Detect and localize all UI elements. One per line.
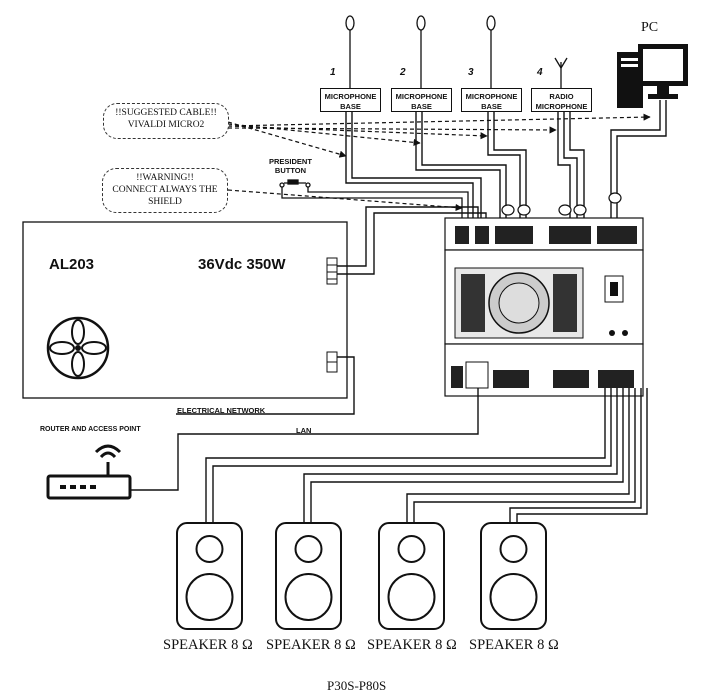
mic-number: 2 — [400, 67, 406, 78]
wifi-router-icon — [46, 444, 132, 500]
mic-number: 3 — [468, 67, 474, 78]
fan-icon — [46, 316, 110, 380]
speaker-icon — [176, 522, 243, 630]
mic-label-line1: MICROPHONE — [395, 92, 448, 101]
microphone-base-2: MICROPHONE BASE — [391, 88, 452, 112]
president-line1: PRESIDENT — [269, 157, 312, 166]
suggested-cable-note: !!SUGGESTED CABLE!! VIVALDI MICRO2 — [103, 103, 229, 139]
microphone-icon — [486, 15, 496, 88]
antenna-icon — [554, 57, 568, 88]
president-button-symbol — [279, 179, 469, 220]
speaker-cables — [205, 388, 648, 532]
mic-label-line2: MICROPHONE — [535, 102, 588, 111]
microphone-cables — [345, 100, 667, 218]
lan-cable — [130, 388, 479, 491]
shield-loops — [501, 192, 622, 216]
president-line2: BUTTON — [274, 166, 307, 175]
mic-label-line2: BASE — [411, 102, 432, 111]
speaker-label: SPEAKER 8 Ω — [367, 637, 457, 653]
mic-number: 1 — [330, 67, 336, 78]
mic-label-line2: BASE — [481, 102, 502, 111]
speaker — [378, 522, 445, 630]
note-title: !!SUGGESTED CABLE!! — [115, 108, 217, 118]
speaker-icon — [480, 522, 547, 630]
radio-microphone: RADIO MICROPHONE — [531, 88, 592, 112]
microphone-icon — [416, 15, 426, 88]
psu-rating: 36Vdc 350W — [198, 256, 286, 273]
speaker — [176, 522, 243, 630]
microphone-base-3: MICROPHONE BASE — [461, 88, 522, 112]
mic-number: 4 — [537, 67, 543, 78]
speaker — [275, 522, 342, 630]
mic-label-line1: RADIO — [549, 92, 574, 101]
warning-note: !!WARNING!! CONNECT ALWAYS THE SHIELD — [102, 168, 228, 213]
mic-label-line2: BASE — [340, 102, 361, 111]
warning-arrow — [227, 189, 463, 212]
electrical-network-label: ELECTRICAL NETWORK — [177, 406, 266, 415]
power-cables — [176, 206, 487, 415]
speaker-icon — [275, 522, 342, 630]
speaker-icon — [378, 522, 445, 630]
desktop-computer-icon — [617, 44, 688, 108]
note-text: VIVALDI MICRO2 — [127, 120, 205, 130]
suggested-cable-arrows — [227, 113, 651, 158]
router-label: ROUTER AND ACCESS POINT — [40, 426, 141, 433]
mic-label-line1: MICROPHONE — [465, 92, 518, 101]
lan-label: LAN — [296, 426, 312, 435]
warning-text: CONNECT ALWAYS THE — [112, 185, 218, 195]
pc-label: PC — [641, 20, 659, 35]
speaker — [480, 522, 547, 630]
president-button-label: PRESIDENT BUTTON — [269, 157, 312, 175]
psu-dc-terminal — [326, 257, 338, 285]
mic-label-line1: MICROPHONE — [324, 92, 377, 101]
speaker-label: SPEAKER 8 Ω — [163, 637, 253, 653]
psu-ac-terminal — [326, 351, 338, 373]
footer-model: P30S-P80S — [327, 678, 387, 693]
warning-title: !!WARNING!! — [136, 173, 194, 183]
speaker-label: SPEAKER 8 Ω — [266, 637, 356, 653]
amplifier-unit — [444, 217, 644, 397]
microphone-icon — [345, 15, 355, 88]
speaker-label: SPEAKER 8 Ω — [469, 637, 559, 653]
warning-text: SHIELD — [148, 197, 182, 207]
psu-model: AL203 — [49, 256, 95, 273]
microphone-base-1: MICROPHONE BASE — [320, 88, 381, 112]
